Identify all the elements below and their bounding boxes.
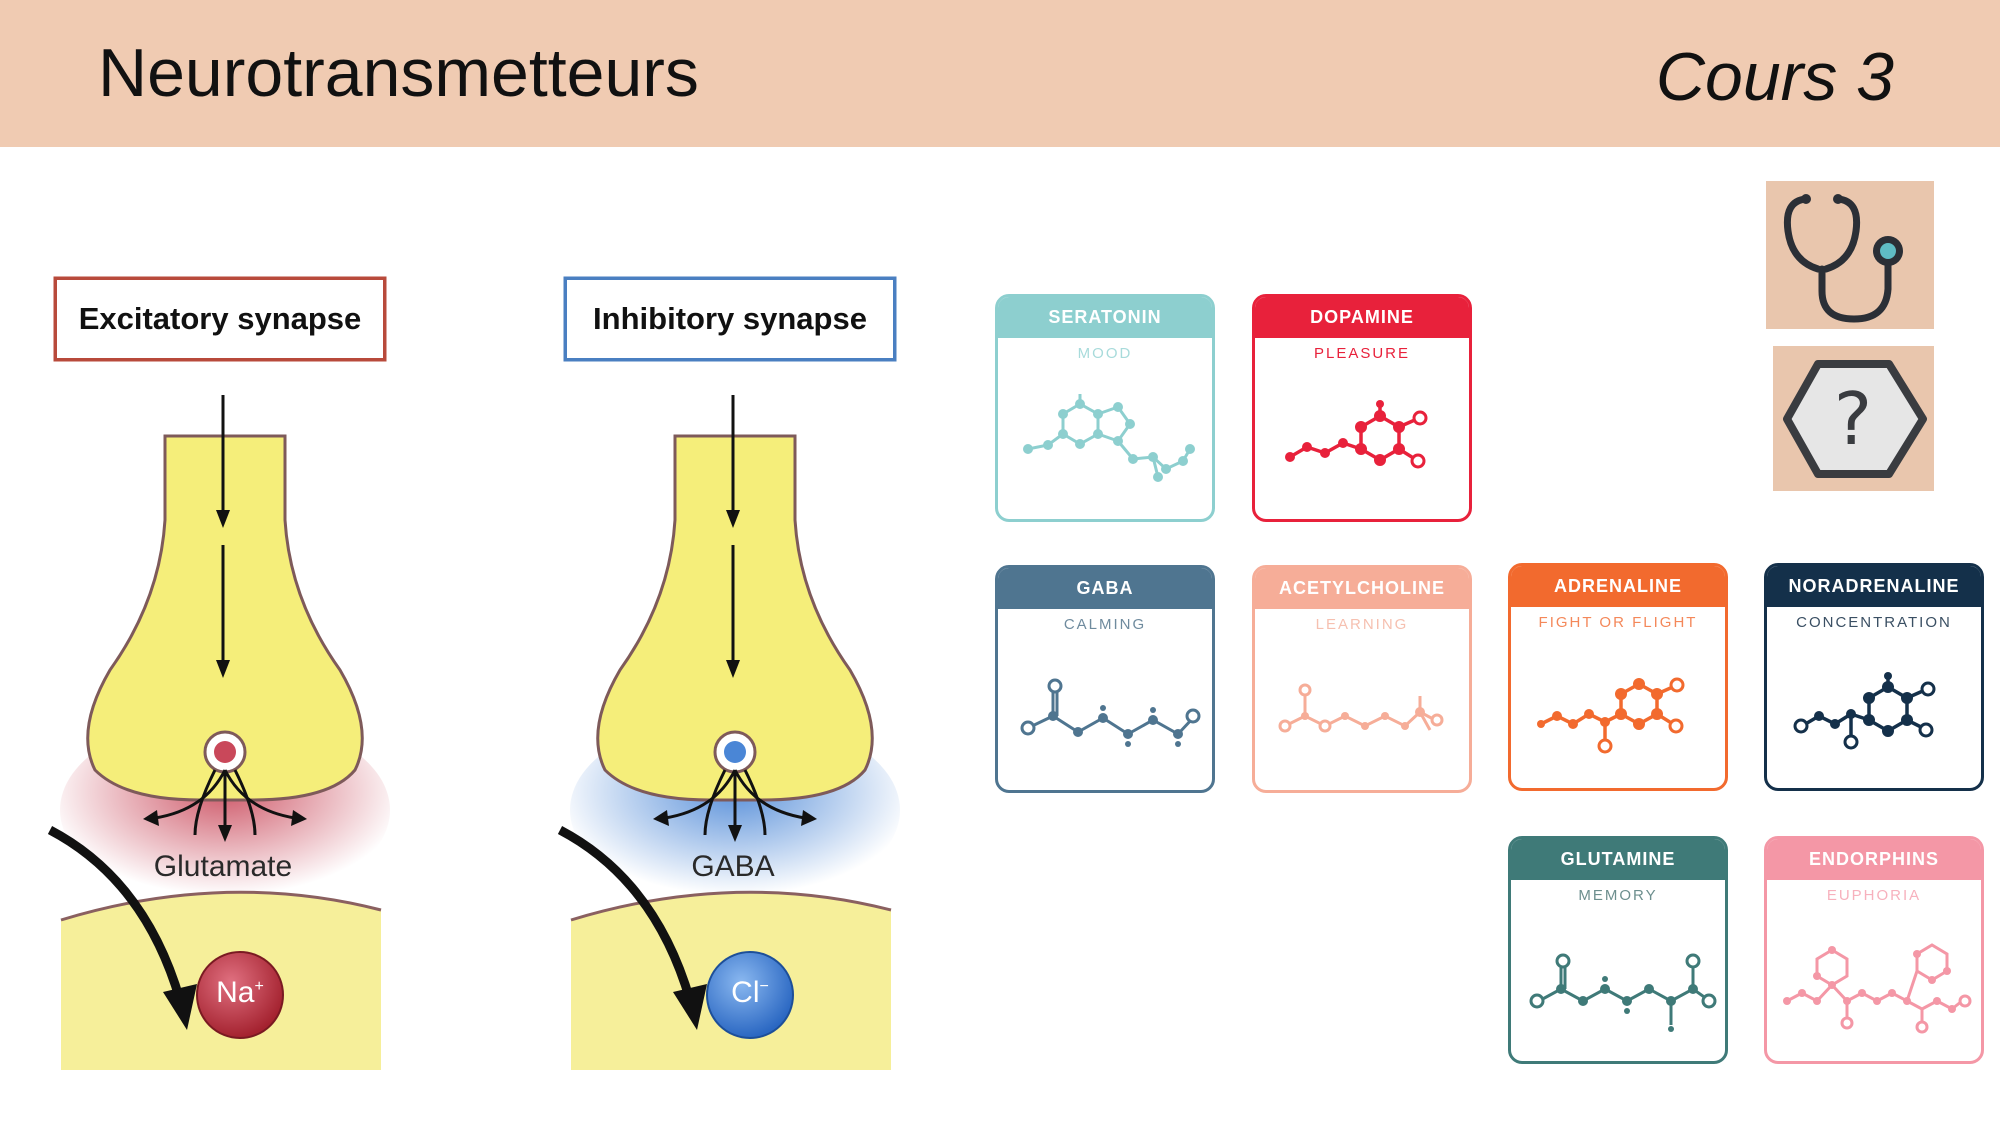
chloride-ion-label: Cl− (705, 976, 795, 1010)
acetylcholine-molecule-icon (1278, 683, 1444, 733)
question-hexagon-icon: ? (1783, 360, 1927, 478)
card-title: DOPAMINE (1255, 297, 1469, 338)
card-gaba: GABA CALMING (995, 565, 1215, 793)
card-title: GABA (998, 568, 1212, 609)
card-adrenaline: ADRENALINE FIGHT OR FLIGHT (1508, 563, 1728, 791)
card-title: ADRENALINE (1511, 566, 1725, 607)
glutamate-label: Glutamate (153, 850, 293, 883)
noradrenaline-molecule-icon (1793, 672, 1936, 750)
card-glutamine: GLUTAMINE MEMORY (1508, 836, 1728, 1064)
inhibitory-synapse-label: Inhibitory synapse (567, 280, 893, 358)
card-subtitle: MEMORY (1578, 887, 1658, 904)
ion-symbol: Na (216, 976, 255, 1009)
course-label: Cours 3 (1655, 39, 1894, 115)
card-title: ENDORPHINS (1767, 839, 1981, 880)
glutamine-molecule-icon (1529, 953, 1717, 1032)
seratonin-molecule-icon (1023, 394, 1195, 482)
header-banner: Neurotransmetteurs Cours 3 (0, 0, 2000, 147)
card-subtitle: EUPHORIA (1826, 887, 1922, 904)
endorphins-molecule-icon (1783, 943, 1972, 1034)
question-glyph: ? (1834, 377, 1872, 461)
card-noradrenaline: NORADRENALINE CONCENTRATION (1764, 563, 1984, 791)
card-title: NORADRENALINE (1767, 566, 1981, 607)
card-seratonin: SERATONIN MOOD (995, 294, 1215, 522)
inhibitory-synapse-illustration (557, 276, 900, 1070)
sodium-ion (196, 951, 284, 1039)
stethoscope-icon (1783, 194, 1903, 323)
vesicle (724, 741, 746, 763)
card-subtitle: MOOD (1077, 345, 1133, 362)
excitatory-synapse-diagram: Excitatory synapse Glutamate Na+ (47, 270, 415, 1070)
gaba-label: GABA (691, 850, 775, 883)
ion-symbol: Cl (731, 976, 760, 1009)
card-acetylcholine: ACETYLCHOLINE LEARNING (1252, 565, 1472, 793)
card-subtitle: LEARNING (1315, 616, 1409, 633)
ion-charge: − (759, 978, 769, 995)
page-title: Neurotransmetteurs (98, 35, 699, 111)
vesicle (214, 741, 236, 763)
dopamine-molecule-icon (1285, 400, 1428, 469)
card-subtitle: FIGHT OR FLIGHT (1538, 614, 1698, 631)
card-title: GLUTAMINE (1511, 839, 1725, 880)
card-dopamine: DOPAMINE PLEASURE (1252, 294, 1472, 522)
ion-charge: + (254, 978, 264, 995)
question-box[interactable]: ? (1773, 346, 1934, 491)
inhibitory-synapse-diagram: Inhibitory synapse GABA Cl− (557, 270, 925, 1070)
sodium-ion-label: Na+ (195, 976, 285, 1010)
adrenaline-molecule-icon (1537, 677, 1685, 754)
card-subtitle: PLEASURE (1313, 345, 1411, 362)
excitatory-synapse-label: Excitatory synapse (57, 280, 383, 358)
excitatory-synapse-illustration (47, 276, 390, 1070)
card-endorphins: ENDORPHINS EUPHORIA (1764, 836, 1984, 1064)
card-title: ACETYLCHOLINE (1255, 568, 1469, 609)
gaba-molecule-icon (1020, 678, 1201, 747)
card-subtitle: CONCENTRATION (1796, 614, 1952, 631)
chloride-ion (706, 951, 794, 1039)
card-subtitle: CALMING (1063, 616, 1147, 633)
stethoscope-box[interactable] (1766, 181, 1934, 329)
card-title: SERATONIN (998, 297, 1212, 338)
